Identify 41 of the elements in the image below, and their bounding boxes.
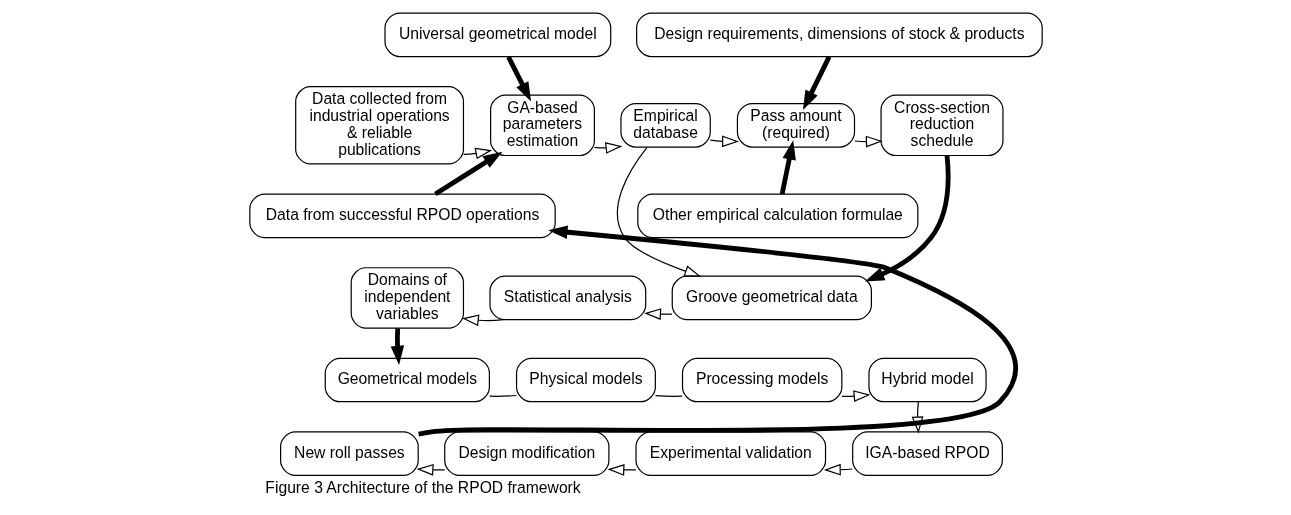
arrow [433,151,502,196]
node-box: Experimental validation [634,431,826,476]
arrow [643,308,673,321]
arrow [616,146,701,277]
caption: Figure 3 Architecture of the RPOD framework [264,478,581,496]
node-box: Data collected from industrial operations & reliable publications [294,86,464,165]
arrow [853,135,883,148]
node-box: Geometrical models [324,357,490,403]
node-box: Domains of independent variables [350,267,464,329]
node-box: Pass amount (required) [736,103,855,148]
node-box: Cross-section reduction schedule [879,94,1004,157]
arrow [840,390,870,403]
arrow [779,140,796,195]
arrow [417,225,1017,437]
node-box: Other empirical calculation formulae [636,193,918,239]
node-box: IGA-based RPOD [851,431,1003,476]
node-box: Data from successful RPOD operations [248,193,556,239]
node-box: Physical models [515,357,656,403]
node-box: Design requirements, dimensions of stock & products [635,12,1043,58]
arrow [416,463,445,476]
arrow [461,314,504,327]
arrow [505,55,531,102]
arrow [709,135,739,148]
connector [654,394,683,397]
arrow [864,155,950,282]
arrow [606,464,636,476]
arrow [390,328,404,366]
node-box: Groove geometrical data [671,275,872,321]
node-box: Processing models [681,357,842,403]
node-box: GA-based parameters estimation [489,94,595,157]
node-box: New roll passes [279,431,419,476]
arrow [462,147,492,160]
node-box: Statistical analysis [488,275,646,321]
arrow [802,55,831,110]
node-box: Empirical database [619,103,711,148]
node-box: Hybrid model [867,357,987,403]
arrow [911,401,923,434]
node-box: Universal geometrical model [383,12,611,58]
connector [488,394,517,397]
node-box: Design modification [443,431,609,476]
arrow [593,142,622,154]
